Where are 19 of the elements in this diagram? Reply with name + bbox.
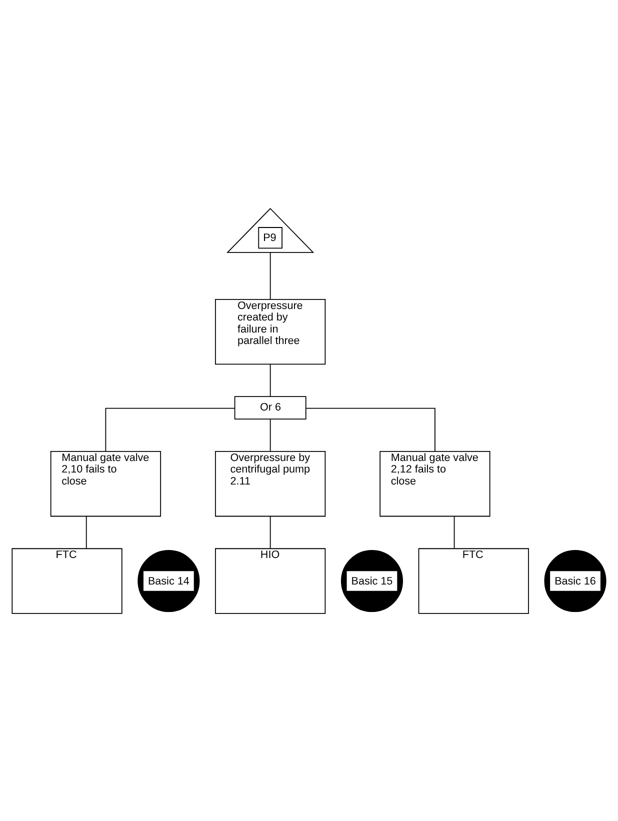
node-box: HIO (215, 548, 326, 614)
connector (86, 516, 87, 548)
connector (270, 364, 271, 396)
connector (306, 407, 436, 452)
connector (454, 516, 455, 548)
node-box: Overpressure by centrifugal pump 2.11 (215, 450, 326, 516)
node-circle: Basic 16 (544, 549, 606, 612)
node-box: FTC (12, 548, 122, 614)
node-box: FTC (418, 548, 529, 614)
node-box: Overpressure created by failure in parallel three (215, 298, 326, 364)
connector (105, 407, 236, 452)
node-box: Manual gate valve 2,10 fails to close (50, 450, 162, 516)
node-circle: Basic 14 (138, 549, 200, 612)
node-box: Manual gate valve 2,12 fails to close (380, 450, 490, 516)
connector (270, 418, 271, 452)
node-circle: Basic 15 (340, 549, 403, 612)
node-box: Or 6 (234, 396, 306, 420)
connector (270, 252, 271, 300)
connector (270, 516, 271, 548)
